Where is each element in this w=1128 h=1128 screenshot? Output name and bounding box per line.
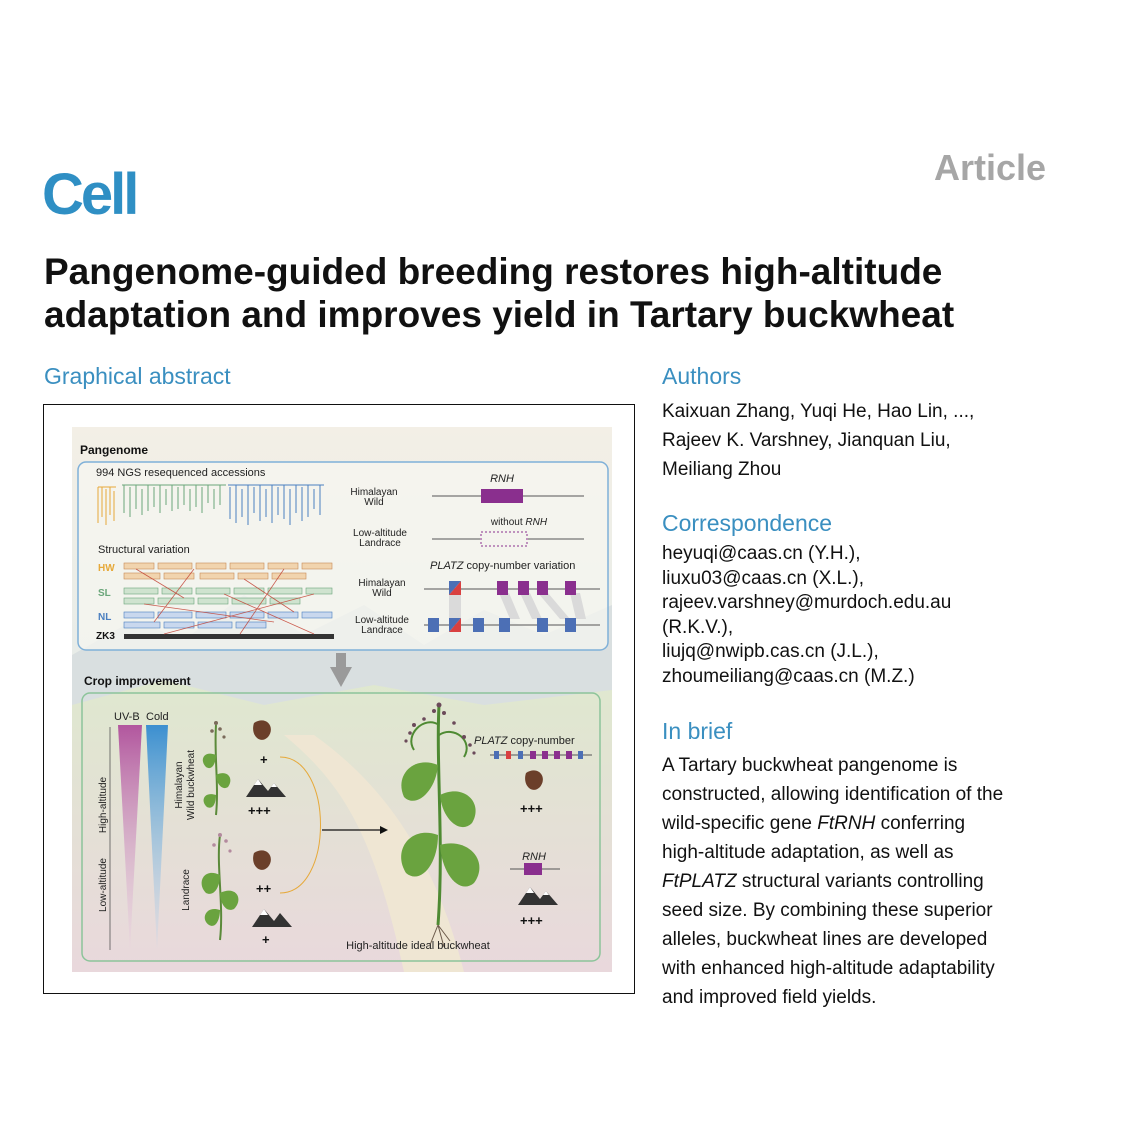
- group-zk3: ZK3: [96, 631, 115, 642]
- wild-buckwheat-vertical-label: Wild buckwheat: [186, 750, 197, 820]
- uvb-gradient: [118, 725, 142, 950]
- himalayan-vertical-label: Himalayan: [174, 761, 185, 808]
- title-line-2: adaptation and improves yield in Tartary…: [44, 294, 955, 335]
- group-hw: HW: [98, 563, 115, 574]
- landrace-plant: [201, 833, 239, 941]
- cold-label: Cold: [146, 711, 169, 723]
- rnh-comparison: Himalayan Wild RNH Low-altitude Landrace…: [350, 473, 584, 549]
- in-brief-line-2: constructed, allowing identification of …: [662, 784, 1004, 805]
- without-rnh-label: without RNH: [490, 517, 548, 528]
- high-altitude-axis-label: High-altitude: [98, 776, 109, 833]
- authors-line-1: Kaixuan Zhang, Yuqi He, Hao Lin, ...,: [662, 401, 975, 422]
- rnh-himalayan-label: Himalayan: [350, 487, 397, 498]
- in-brief-line-7: alleles, buckwheat lines are developed: [662, 929, 988, 950]
- rnh-wild-label: Wild: [364, 497, 383, 508]
- in-brief-heading: In brief: [662, 718, 733, 744]
- correspondence-list: heyuqi@caas.cn (Y.H.), liuxu03@caas.cn (…: [662, 542, 951, 690]
- authors-line-2: Rajeev K. Varshney, Jianquan Liu,: [662, 430, 951, 451]
- email-heyuqi[interactable]: heyuqi@caas.cn (Y.H.),: [662, 543, 861, 564]
- in-brief-line-9: and improved field yields.: [662, 987, 877, 1008]
- sv-tracks: HW SL NL ZK3: [96, 562, 334, 642]
- platz-copy-label: PLATZ copy-number: [474, 735, 575, 747]
- platz-landrace-label: Landrace: [361, 625, 403, 636]
- plus-seed-ideal: +++: [520, 801, 543, 816]
- in-brief-line-4: high-altitude adaptation, as well as: [662, 842, 954, 863]
- mountain-icon-3: [518, 887, 558, 905]
- low-altitude-axis-label: Low-altitude: [98, 858, 109, 912]
- platz-cnv: PLATZ copy-number variation Himalayan Wi…: [355, 560, 600, 636]
- article-title: Pangenome-guided breeding restores high-…: [44, 250, 1084, 336]
- authors-list: Kaixuan Zhang, Yuqi He, Hao Lin, ..., Ra…: [662, 397, 974, 484]
- seed-icon-1: [253, 720, 271, 740]
- in-brief-text: A Tartary buckwheat pangenome is constru…: [662, 751, 1003, 1012]
- in-brief-line-6: seed size. By combining these superior: [662, 900, 993, 921]
- title-line-1: Pangenome-guided breeding restores high-…: [44, 251, 943, 292]
- in-brief-line-5: FtPLATZ structural variants controlling: [662, 871, 984, 892]
- combine-bracket: [279, 756, 321, 894]
- email-varshney-initials: (R.K.V.),: [662, 616, 734, 638]
- email-liuxu[interactable]: liuxu03@caas.cn (X.L.),: [662, 567, 864, 589]
- ideal-rnh-label: RNH: [522, 851, 546, 863]
- plus-mountain-landrace: +: [262, 932, 270, 947]
- email-varshney[interactable]: rajeev.varshney@murdoch.edu.au: [662, 592, 952, 614]
- authors-line-3: Meiliang Zhou: [662, 459, 782, 480]
- group-sl: SL: [98, 588, 111, 599]
- ideal-buckwheat-caption: High-altitude ideal buckwheat: [346, 940, 490, 952]
- in-brief-line-3: wild-specific gene FtRNH conferring: [662, 813, 966, 834]
- platz-wild-label: Wild: [372, 588, 391, 599]
- ngs-label: 994 NGS resequenced accessions: [96, 467, 266, 479]
- wild-buckwheat-plant: [202, 721, 231, 816]
- mountain-icon-1: [246, 779, 286, 797]
- cold-gradient: [146, 725, 168, 950]
- platz-lowalt-label: Low-altitude: [355, 615, 409, 626]
- landrace-vertical-label: Landrace: [181, 869, 192, 911]
- authors-heading: Authors: [662, 363, 742, 389]
- journal-logo: Cell: [42, 162, 139, 227]
- plus-mountain-ideal: +++: [520, 913, 543, 928]
- group-nl: NL: [98, 612, 111, 623]
- graphical-abstract-figure: Pangenome 994 NGS resequenced accessions…: [43, 404, 635, 994]
- plus-seed-landrace: ++: [256, 881, 272, 896]
- ideal-buckwheat-plant: [401, 702, 480, 948]
- down-arrow: [330, 653, 352, 687]
- correspondence-heading: Correspondence: [662, 510, 833, 536]
- seed-icon-2: [253, 850, 271, 870]
- mountain-icon-2: [252, 909, 292, 927]
- graphical-abstract-heading: Graphical abstract: [44, 363, 231, 389]
- platz-copy-track: [490, 751, 592, 759]
- in-brief-line-8: with enhanced high-altitude adaptability: [662, 958, 995, 979]
- email-zhoumeiliang[interactable]: zhoumeiliang@caas.cn (M.Z.): [662, 665, 915, 687]
- pangenome-label: Pangenome: [80, 443, 148, 457]
- plus-seed-wild: +: [260, 752, 268, 767]
- in-brief-line-1: A Tartary buckwheat pangenome is: [662, 755, 958, 776]
- plus-mountain-wild: +++: [248, 803, 271, 818]
- rnh-gene-label: RNH: [490, 473, 514, 485]
- rnh-landrace-label: Landrace: [359, 538, 401, 549]
- platz-himalayan-label: Himalayan: [358, 578, 405, 589]
- rnh-lowalt-label: Low-altitude: [353, 528, 407, 539]
- sv-label: Structural variation: [98, 544, 190, 556]
- email-liujq[interactable]: liujq@nwipb.cas.cn (J.L.),: [662, 641, 879, 663]
- rnh-gene-block: [481, 489, 523, 503]
- uvb-label: UV-B: [114, 711, 140, 723]
- rnh-missing-block: [480, 531, 528, 547]
- ideal-rnh-block: [524, 863, 542, 875]
- seed-icon-3: [525, 770, 543, 790]
- article-type-label: Article: [933, 147, 1046, 188]
- meadow: [72, 680, 612, 972]
- crop-improvement-label: Crop improvement: [84, 674, 191, 688]
- path: [284, 735, 464, 972]
- graphical-abstract-illustration: Pangenome 994 NGS resequenced accessions…: [72, 427, 612, 972]
- phylogeny-tree: [97, 484, 324, 525]
- platz-cnv-label: PLATZ copy-number variation: [430, 560, 575, 572]
- crop-improvement-panel: [81, 692, 601, 962]
